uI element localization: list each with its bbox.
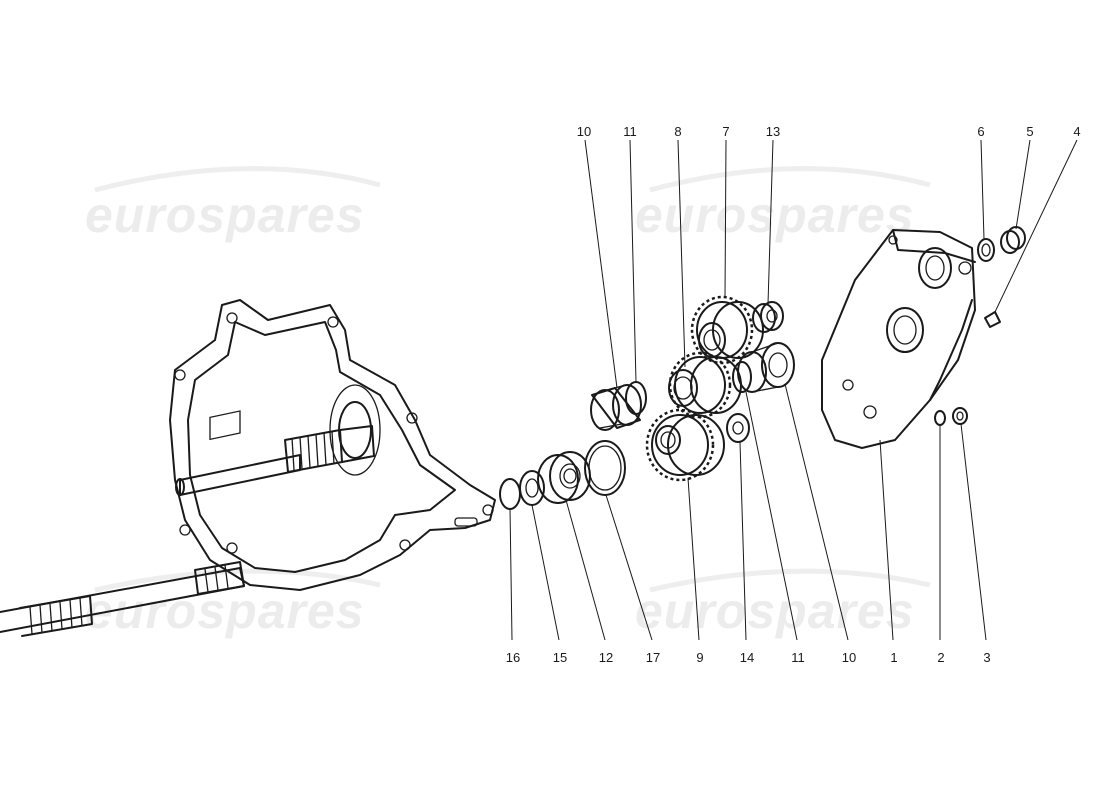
part-13-bearing — [752, 301, 784, 333]
part-11-ring-left — [625, 381, 647, 415]
watermark-bottom-left: eurospares — [85, 583, 365, 639]
part-6-washer — [977, 238, 995, 262]
callout-1: 1 — [890, 650, 897, 665]
callout-16: 16 — [506, 650, 520, 665]
part-7-gear — [690, 295, 764, 365]
callout-15: 15 — [553, 650, 567, 665]
callout-11-bottom: 11 — [791, 650, 805, 665]
watermark-top-right: eurospares — [635, 187, 915, 243]
part-1-cover — [821, 229, 976, 449]
callout-9: 9 — [696, 650, 703, 665]
part-10-roller-bearing-right — [737, 342, 795, 393]
callout-4: 4 — [1073, 124, 1080, 139]
callout-3: 3 — [983, 650, 990, 665]
callout-labels: 10 11 8 7 13 6 5 4 16 15 12 17 9 14 11 1… — [506, 124, 1081, 665]
watermark-bottom-right: eurospares — [635, 583, 915, 639]
callout-12: 12 — [599, 650, 613, 665]
part-4-stud — [984, 311, 1001, 328]
callout-5: 5 — [1026, 124, 1033, 139]
callout-6: 6 — [977, 124, 984, 139]
input-shaft — [0, 561, 245, 637]
callout-14: 14 — [740, 650, 754, 665]
part-5-plug — [1000, 226, 1026, 254]
leader-lines — [509, 139, 1078, 641]
callout-17: 17 — [646, 650, 660, 665]
bell-housing — [169, 299, 496, 591]
part-12-bearing — [537, 451, 591, 504]
watermark-top-left: eurospares — [85, 187, 365, 243]
callout-10-top: 10 — [577, 124, 591, 139]
watermark-group: eurospares eurospares eurospares eurospa… — [85, 166, 931, 639]
part-10-roller-bearing-left — [590, 384, 642, 431]
part-16-circlip — [499, 478, 521, 510]
part-9-gear — [645, 408, 725, 482]
callout-10-bottom: 10 — [842, 650, 856, 665]
part-3-nut — [952, 407, 968, 425]
callout-2: 2 — [937, 650, 944, 665]
part-17-snap-ring — [584, 440, 626, 496]
part-2-washer — [934, 410, 946, 426]
callout-11-top: 11 — [623, 124, 637, 139]
primary-shaft — [175, 410, 375, 496]
callout-8: 8 — [674, 124, 681, 139]
callout-7: 7 — [722, 124, 729, 139]
part-11-ring-right — [732, 361, 752, 393]
part-14-bearing — [726, 413, 750, 443]
callout-13: 13 — [766, 124, 780, 139]
part-8-gear — [668, 351, 742, 419]
